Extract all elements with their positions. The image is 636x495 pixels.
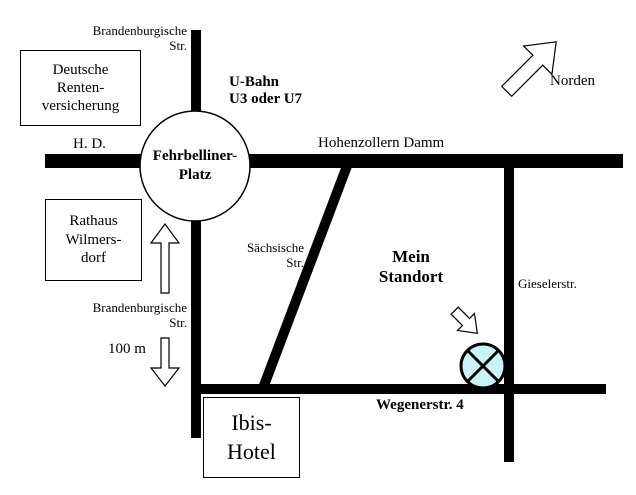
box-rathaus-wilmersdorf: Rathaus Wilmers- dorf: [45, 199, 142, 281]
label-gieselerstr: Gieselerstr.: [518, 276, 577, 291]
box-deutsche-rentenversicherung: Deutsche Renten- versicherung: [20, 50, 141, 126]
box-ibis-hotel: Ibis- Hotel: [203, 397, 300, 478]
road-saechsische-str: [258, 164, 352, 390]
label-brandenburgische-bottom: Brandenburgische Str.: [92, 300, 187, 330]
label-hd: H. D.: [73, 136, 106, 152]
road-wegenerstr: [196, 384, 606, 394]
location-marker-icon: [459, 342, 507, 390]
label-saechsische-str: Sächsische Str.: [246, 240, 304, 270]
label-hohenzollern-damm: Hohenzollern Damm: [318, 135, 445, 151]
scale-arrow-up-icon: [149, 222, 181, 294]
standort-arrow-icon: [450, 306, 479, 335]
label-norden: Norden: [550, 73, 595, 89]
label-wegenerstr: Wegenerstr. 4: [376, 397, 464, 413]
road-brandenburgische-north: [191, 30, 201, 438]
road-hohenzollern-damm: [45, 154, 623, 168]
label-distance-100m: 100 m: [108, 341, 146, 357]
fehrbelliner-platz-circle: [139, 110, 251, 222]
label-mein-standort: Mein Standort: [378, 247, 444, 287]
label-ubahn: U-Bahn U3 oder U7: [229, 74, 303, 108]
north-arrow-icon: [500, 41, 557, 98]
label-brandenburgische-top: Brandenburgische Str.: [92, 23, 187, 53]
scale-arrow-down-icon: [149, 337, 181, 387]
road-gieselerstr: [504, 168, 514, 462]
label-fehrbelliner-platz: Fehrbelliner- Platz: [152, 148, 238, 183]
